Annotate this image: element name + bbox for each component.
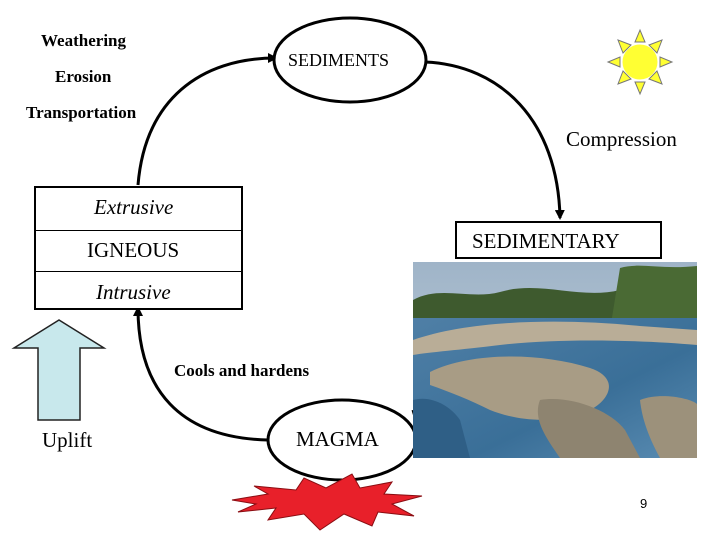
arrow-igneous-to-sediments: [136, 53, 278, 186]
sedimentary-label: SEDIMENTARY: [472, 229, 620, 253]
cools-and-hardens-label: Cools and hardens: [174, 361, 310, 380]
erosion-label: Erosion: [55, 67, 112, 86]
heat-burst-icon: [231, 473, 423, 531]
extrusive-cell: Extrusive: [36, 188, 241, 231]
sediments-node: [272, 16, 428, 104]
magma-label: MAGMA: [296, 427, 379, 451]
river-landscape-photo: [413, 262, 697, 458]
intrusive-label: Intrusive: [96, 280, 171, 304]
extrusive-label: Extrusive: [94, 195, 174, 219]
transportation-label: Transportation: [26, 103, 137, 122]
sun-icon: [606, 28, 674, 96]
igneous-label: IGNEOUS: [87, 238, 180, 262]
intrusive-cell: Intrusive: [36, 272, 241, 310]
uplift-label: Uplift: [42, 428, 93, 452]
compression-label: Compression: [566, 127, 677, 151]
igneous-cell: IGNEOUS: [36, 231, 241, 272]
igneous-box: Extrusive IGNEOUS Intrusive: [34, 186, 243, 310]
weathering-label: Weathering: [41, 31, 126, 50]
page-number: 9: [640, 496, 648, 511]
arrow-sediments-to-sedimentary: [424, 60, 565, 220]
sedimentary-box: [455, 221, 662, 259]
arrow-magma-to-igneous: [133, 306, 269, 442]
sediments-label: SEDIMENTS: [288, 50, 390, 70]
uplift-arrow-icon: [11, 319, 107, 421]
